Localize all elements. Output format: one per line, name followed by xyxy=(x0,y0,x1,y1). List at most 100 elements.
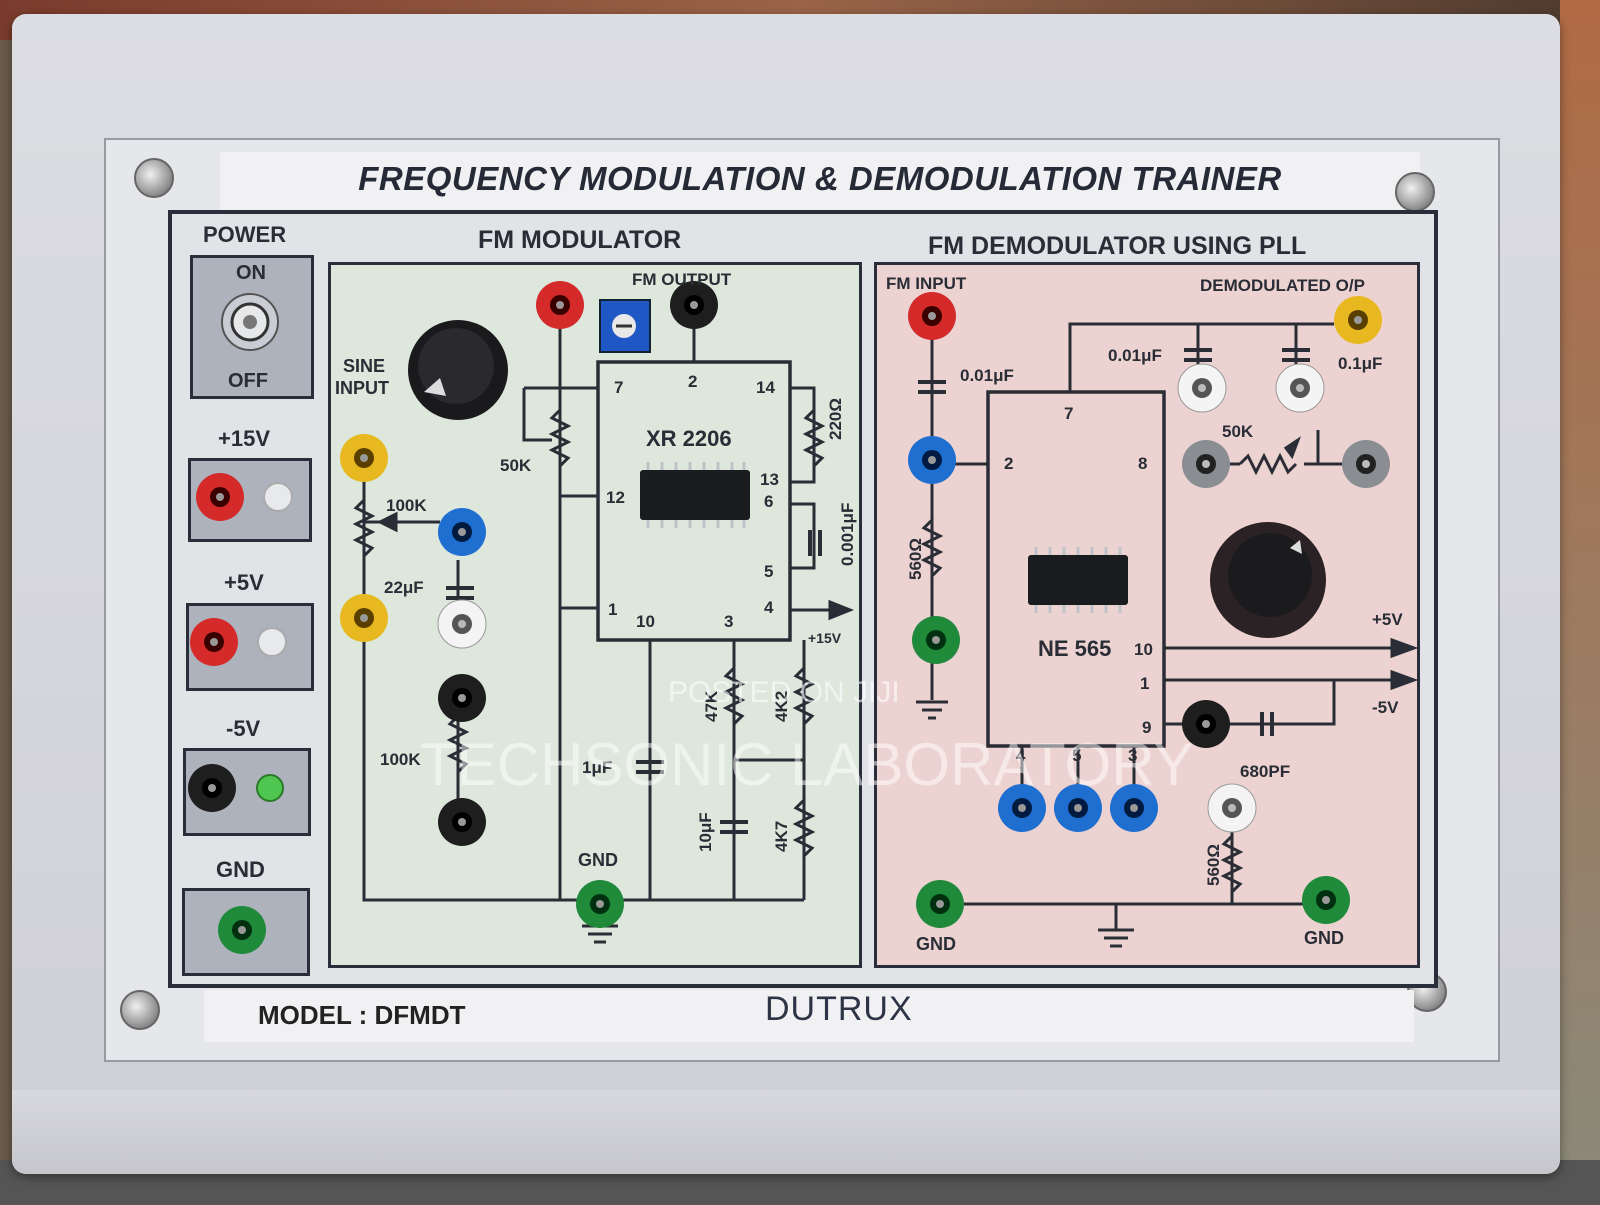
ne-pin-4: 4 xyxy=(1016,746,1026,765)
sine-input-label-1: SINE xyxy=(343,356,386,376)
xr-pin-3: 3 xyxy=(724,612,734,631)
demod-minus5v-label: -5V xyxy=(1372,698,1399,717)
cap-1uf-label: 1μF xyxy=(582,758,613,777)
ne-pin-1: 1 xyxy=(1140,674,1150,693)
power-label: POWER xyxy=(203,222,287,247)
modulator-black-socket-1[interactable] xyxy=(438,674,486,722)
background-right xyxy=(1560,0,1600,1205)
modulator-gnd-label: GND xyxy=(578,850,618,870)
ne-pin-7: 7 xyxy=(1064,404,1074,423)
xr2206-chip xyxy=(640,470,750,520)
power-on-label: ON xyxy=(236,262,266,284)
modulator-white-socket[interactable] xyxy=(437,599,487,649)
cap-680pf-label: 680PF xyxy=(1240,762,1291,781)
fm-output-socket[interactable] xyxy=(670,281,718,329)
xr-pin-13: 13 xyxy=(760,470,779,489)
trimmer-potentiometer[interactable] xyxy=(599,299,651,353)
ne-pin-5: 5 xyxy=(1072,746,1082,765)
res-560-right-label: 560Ω xyxy=(1204,844,1223,886)
res-560-left-label: 560Ω xyxy=(906,538,925,580)
ne565-label: NE 565 xyxy=(1038,636,1112,661)
modulator-red-socket[interactable] xyxy=(536,281,584,329)
xr-pin-1: 1 xyxy=(608,600,618,619)
res-4k7-label: 4K7 xyxy=(772,820,791,852)
power-m5v-socket[interactable] xyxy=(188,764,236,812)
modulator-15v-label: +15V xyxy=(808,630,842,646)
power-gnd-socket[interactable] xyxy=(218,906,266,954)
demod-5v-label: +5V xyxy=(1372,610,1403,629)
sine-input-knob[interactable] xyxy=(408,320,508,420)
gnd-block xyxy=(182,888,310,976)
screw-bottom-left xyxy=(120,990,160,1030)
power-toggle-switch[interactable] xyxy=(221,293,279,351)
res-100k-bottom-label: 100K xyxy=(380,750,421,769)
trainer-title: FREQUENCY MODULATION & DEMODULATION TRAI… xyxy=(358,160,1282,197)
demod-blue-socket-pin4[interactable] xyxy=(998,784,1046,832)
demod-gray-socket-1[interactable] xyxy=(1182,440,1230,488)
ne-pin-10: 10 xyxy=(1134,640,1153,659)
demodulated-output-socket[interactable] xyxy=(1334,296,1382,344)
demod-pot-50k-label: 50K xyxy=(1222,422,1254,441)
ne565-chip xyxy=(1028,555,1128,605)
modulator-yellow-socket-2[interactable] xyxy=(340,594,388,642)
demod-blue-socket-pin5[interactable] xyxy=(1054,784,1102,832)
ne-pin-2: 2 xyxy=(1004,454,1014,473)
xr-pin-7: 7 xyxy=(614,378,624,397)
p5v-led xyxy=(257,627,287,657)
fm-input-label: FM INPUT xyxy=(886,274,967,293)
p5v-label: +5V xyxy=(224,570,264,595)
fm-output-label: FM OUTPUT xyxy=(632,270,732,289)
modulator-blue-socket[interactable] xyxy=(438,508,486,556)
demod-green-socket[interactable] xyxy=(912,616,960,664)
modulator-black-socket-2[interactable] xyxy=(438,798,486,846)
xr-pin-10: 10 xyxy=(636,612,655,631)
xr-pin-5: 5 xyxy=(764,562,774,581)
power-off-label: OFF xyxy=(228,370,268,392)
demod-white-socket-1[interactable] xyxy=(1177,363,1227,413)
cap-001-right-label: 0.01μF xyxy=(1108,346,1162,365)
gnd-power-label: GND xyxy=(216,857,265,882)
fm-demodulator-panel xyxy=(874,262,1420,968)
m5v-label: -5V xyxy=(226,716,261,741)
watermark-posted: POSTED ON JIJI xyxy=(668,676,900,709)
fm-modulator-title: FM MODULATOR xyxy=(478,226,682,254)
title-strip xyxy=(220,152,1420,210)
m5v-led xyxy=(256,774,284,802)
modulator-gnd-socket[interactable] xyxy=(576,880,624,928)
demod-gnd-socket-left[interactable] xyxy=(916,880,964,928)
screw-top-left xyxy=(134,158,174,198)
demod-black-socket-pin9[interactable] xyxy=(1182,700,1230,748)
brand-name: DUTRUX xyxy=(765,990,913,1028)
demod-white-socket-3[interactable] xyxy=(1207,783,1257,833)
demod-blue-socket-pin3[interactable] xyxy=(1110,784,1158,832)
demod-gray-socket-2[interactable] xyxy=(1342,440,1390,488)
pot-50k-label: 50K xyxy=(500,456,532,475)
power-p15v-socket[interactable] xyxy=(196,473,244,521)
cap-0001-label: 0.001μF xyxy=(838,502,857,566)
cap-001-left-label: 0.01μF xyxy=(960,366,1014,385)
p15v-label: +15V xyxy=(218,426,270,451)
model-strip xyxy=(204,990,1414,1042)
demod-gnd-socket-right[interactable] xyxy=(1302,876,1350,924)
xr-pin-2: 2 xyxy=(688,372,698,391)
demod-white-socket-2[interactable] xyxy=(1275,363,1325,413)
demodulated-output-label: DEMODULATED O/P xyxy=(1200,276,1365,295)
fm-input-socket[interactable] xyxy=(908,292,956,340)
xr-pin-12: 12 xyxy=(606,488,625,507)
demod-blue-socket-pin2[interactable] xyxy=(908,436,956,484)
xr-pin-6: 6 xyxy=(764,492,774,511)
trainer-case-front xyxy=(12,1090,1560,1174)
ne-pin-9: 9 xyxy=(1142,718,1152,737)
watermark-techsonic: TECHSONIC LABORATORY xyxy=(420,731,1194,798)
power-p5v-socket[interactable] xyxy=(190,618,238,666)
sine-input-label-2: INPUT xyxy=(335,378,389,398)
res-220-label: 220Ω xyxy=(826,398,845,440)
modulator-yellow-socket-1[interactable] xyxy=(340,434,388,482)
demodulator-knob[interactable] xyxy=(1210,522,1326,638)
fm-demodulator-title: FM DEMODULATOR USING PLL xyxy=(928,232,1307,260)
cap-22uf-label: 22μF xyxy=(384,578,424,597)
cap-01-label: 0.1μF xyxy=(1338,354,1383,373)
p15v-led xyxy=(263,482,293,512)
model-label: MODEL : DFMDT xyxy=(258,1000,466,1030)
